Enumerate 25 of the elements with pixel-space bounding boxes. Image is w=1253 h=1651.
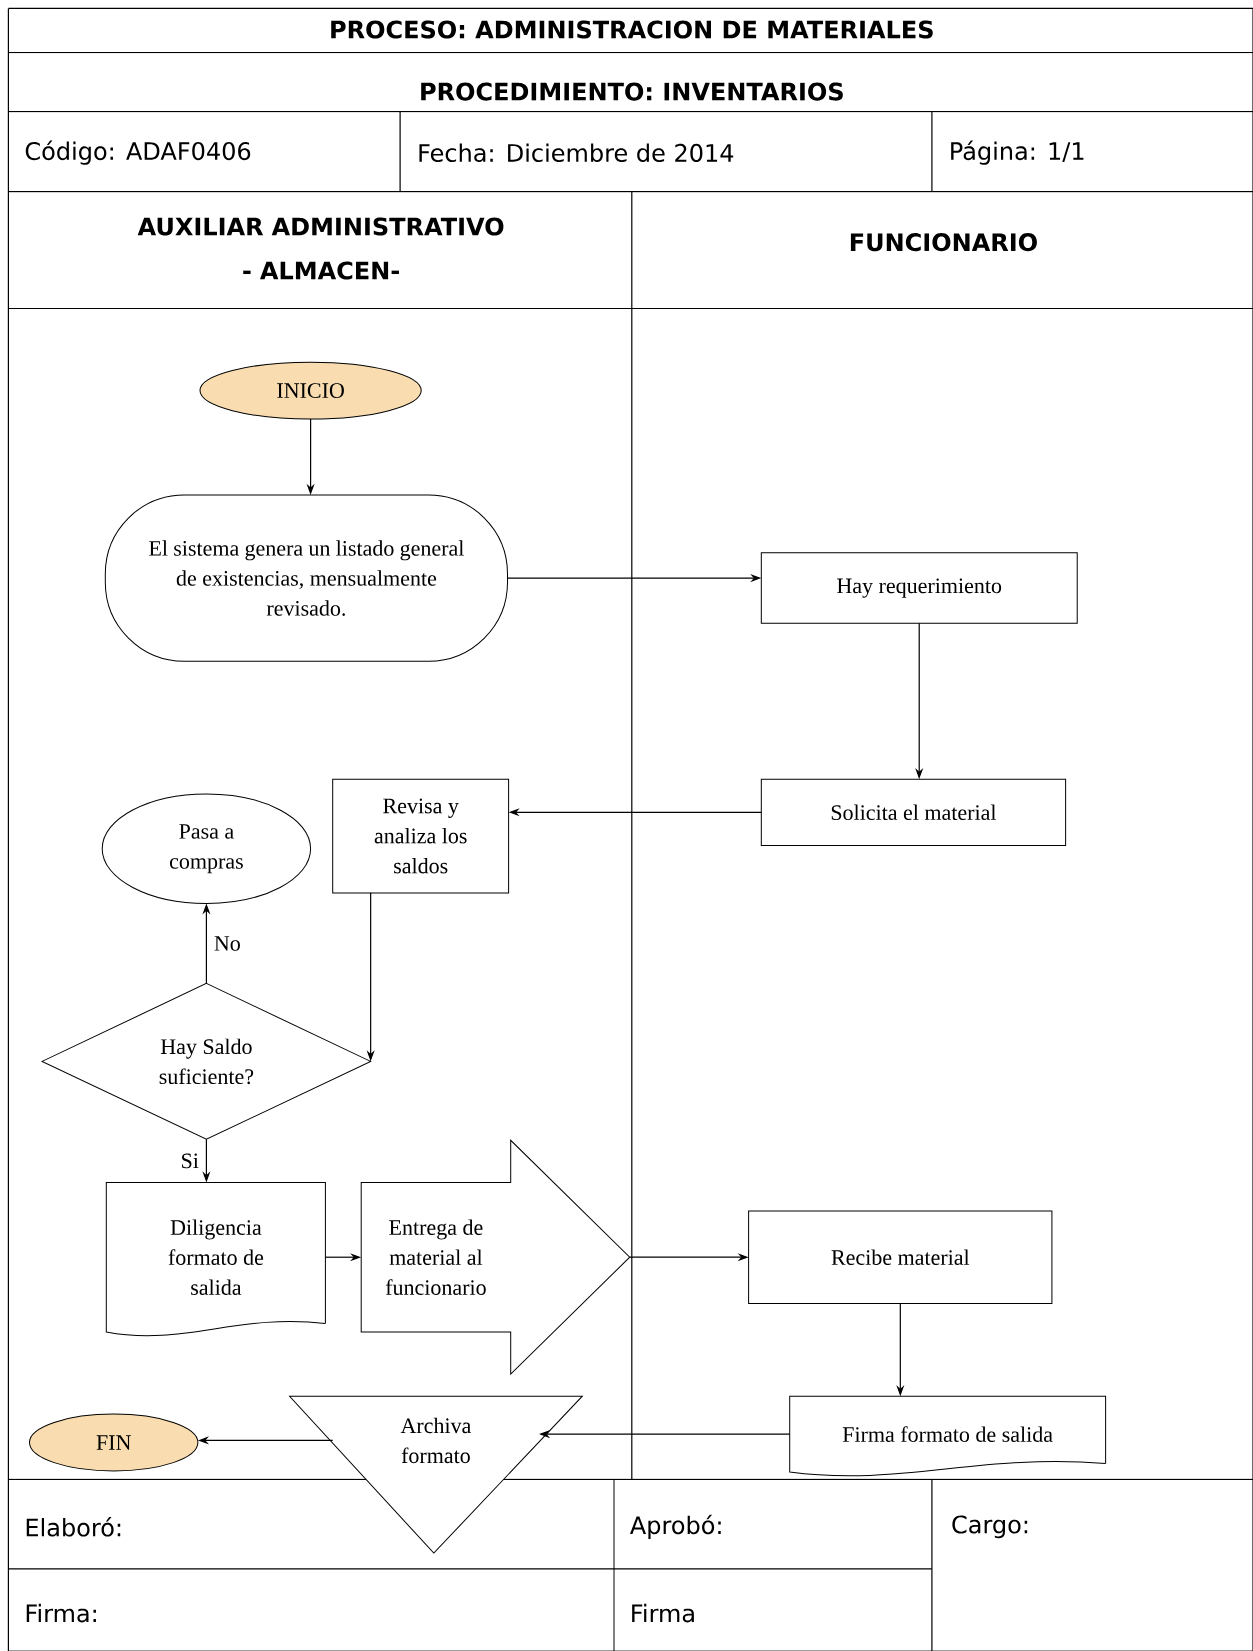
signature-field-label: Firma xyxy=(632,1603,694,1623)
process-box: Recibe material xyxy=(748,1210,1053,1304)
process-box: Revisa y analiza los saldos xyxy=(332,778,510,894)
lane-heading: FUNCIONARIO xyxy=(850,233,1037,252)
edge-label: Si xyxy=(179,1152,200,1170)
edge-label: No xyxy=(212,935,242,952)
signature-field-label: Aprobó: xyxy=(630,1514,721,1539)
document-shape: Firma formato de salida xyxy=(789,1395,1107,1477)
process-box: Solicita el material xyxy=(760,778,1067,846)
document-shape: Diligencia formato de salida xyxy=(105,1182,326,1337)
table-heading: PROCESO: ADMINISTRACION DE MATERIALES xyxy=(331,20,933,39)
signature-field-label: Elaboró: xyxy=(26,1517,121,1537)
lane-heading: AUXILIAR ADMINISTRATIVO - ALMACEN- xyxy=(137,217,504,280)
signature-field-label: Cargo: xyxy=(952,1515,1028,1539)
table-cell-text: Fecha: Diciembre de 2014 xyxy=(419,143,734,162)
process-rounded-box: El sistema genera un listado general de existencias, mensualmente revisado. xyxy=(104,494,508,662)
terminal-oval: FIN xyxy=(29,1413,199,1472)
table-cell-text: Página: 1/1 xyxy=(951,140,1084,165)
merge-triangle: Archiva formato xyxy=(289,1395,583,1554)
signature-field-label: Firma: xyxy=(26,1603,96,1623)
table-heading: PROCEDIMIENTO: INVENTARIOS xyxy=(421,82,843,101)
process-box: Hay requerimiento xyxy=(760,552,1078,624)
terminal-oval: INICIO xyxy=(199,361,422,420)
table-cell-text: Código: ADAF0406 xyxy=(25,140,251,165)
pointed-process-box: Entrega de material al funcionario xyxy=(360,1139,631,1375)
